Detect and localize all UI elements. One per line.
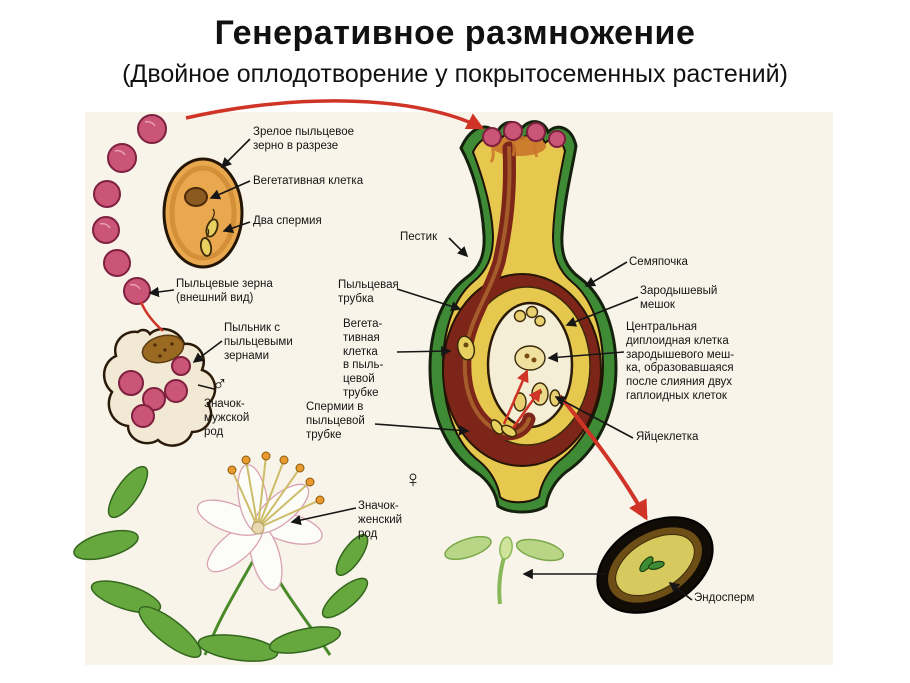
label-vegetative-cell: Вегетативная клетка (253, 175, 364, 187)
label-endosperm: Эндосперм (694, 592, 755, 604)
seed (596, 516, 714, 614)
pollination-arrow (185, 99, 485, 130)
pollen-tube (456, 141, 536, 441)
label-pointer-lines (148, 138, 693, 601)
label-central-cell: Центральная диплоидная клетка зародышево… (626, 321, 735, 402)
label-two-sperm: Два спермия (253, 215, 322, 227)
seedling (444, 535, 565, 605)
page-subtitle: (Двойное оплодотворение у покрытосеменны… (122, 60, 788, 88)
label-pollen-grains-external: Пыльцевые зерна (внешний вид) (176, 278, 273, 304)
pollen-in-anther (118, 356, 191, 428)
label-pollen-tube: Пыльцевая трубка (338, 279, 399, 305)
label-female-sign: Значок- женский род (358, 500, 403, 540)
seed-embryo (639, 556, 665, 573)
label-male-sign: Значок- мужской род (204, 398, 250, 438)
fertilization-to-seed-arrow (558, 394, 648, 521)
pollen-on-stigma (482, 121, 566, 163)
label-sperm-in-tube: Спермии в пыльцевой трубке (306, 401, 365, 441)
label-vegetative-cell-in-tube: Вегета- тивная клетка в пыль- цевой труб… (343, 318, 384, 399)
flower (196, 451, 325, 591)
anther (103, 327, 217, 447)
label-egg-cell: Яйцеклетка (636, 431, 699, 443)
label-ovule: Семяпочка (629, 256, 688, 268)
pollen-grain-chain (92, 114, 167, 305)
page-title: Генеративное размножение (214, 14, 696, 52)
label-embryo-sac: Зародышевый мешок (640, 285, 718, 311)
female-symbol: ♀ (404, 466, 422, 493)
male-symbol: ♂ (212, 372, 228, 395)
two-sperm-cells (199, 218, 219, 257)
label-mature-pollen-grain: Зрелое пыльцевое зерно в разрезе (253, 126, 355, 152)
sperm-in-tube (490, 419, 518, 438)
plant-leaves (73, 465, 369, 662)
label-pistil: Пестик (400, 231, 438, 243)
vegetative-cell-nucleus (184, 187, 208, 207)
stamens (231, 455, 321, 529)
red-flow-arrows (139, 99, 648, 521)
pollen-grain-section (162, 157, 244, 269)
vegetative-cell-in-tube (456, 335, 476, 361)
label-anther-with-pollen: Пыльник с пыльцевыми зернами (224, 322, 293, 362)
central-diploid-cell (514, 345, 546, 371)
